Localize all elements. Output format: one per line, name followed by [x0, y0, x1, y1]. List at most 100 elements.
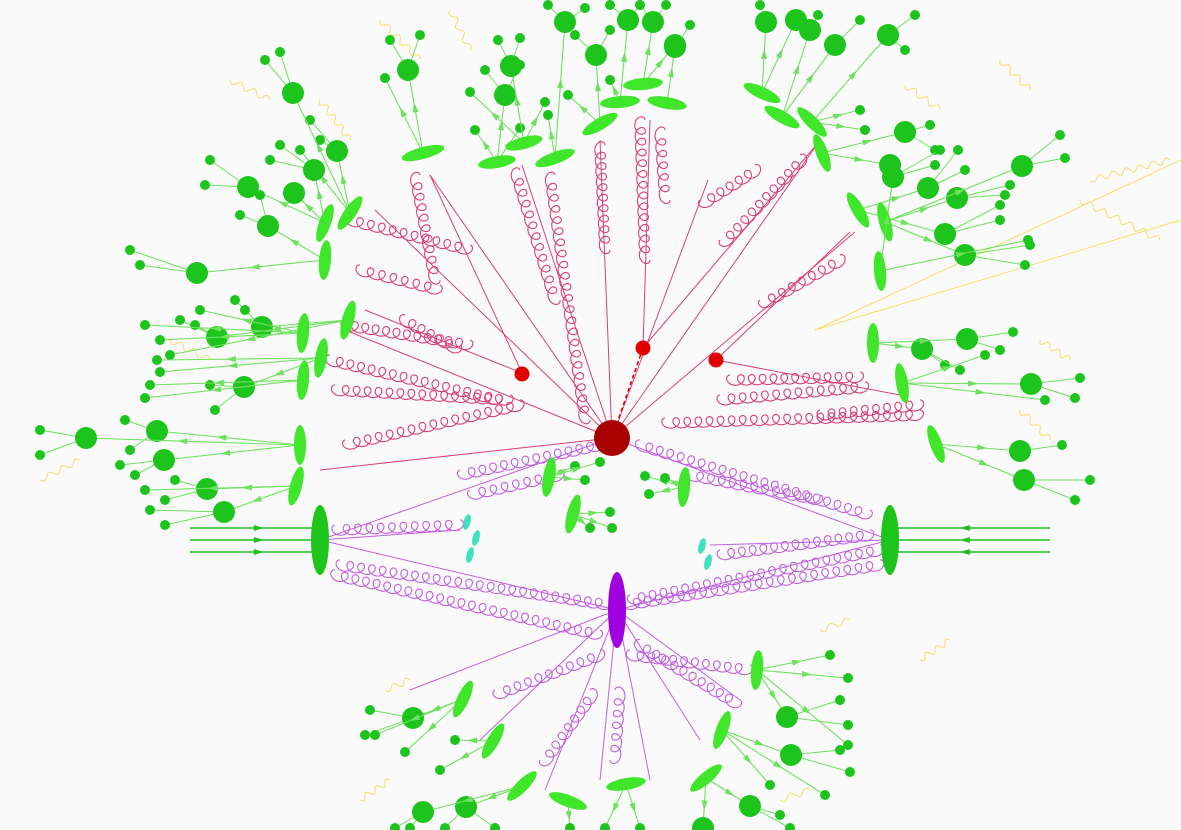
hard-process-layer [514, 340, 724, 648]
parton-line [429, 174, 613, 439]
arrow-head [563, 475, 574, 482]
hadron-product-dot [405, 823, 415, 830]
parton-line [611, 179, 709, 439]
mpi-parton-line [479, 609, 618, 741]
mpi-parton-line [616, 609, 741, 701]
arrow-head [249, 263, 260, 270]
photon-line [448, 9, 472, 51]
gluon-line [621, 559, 885, 611]
hadron-dot [397, 59, 419, 81]
hadronization-cluster [481, 723, 505, 759]
hadron-dot [600, 823, 610, 830]
arrow-head [588, 510, 599, 517]
hadron-dot [780, 744, 802, 766]
arrow-head [253, 549, 264, 555]
gluon-line [609, 686, 626, 765]
hadron-line [159, 357, 322, 373]
hadron-product-dot [125, 245, 135, 255]
arrow-head [805, 73, 815, 84]
photon-line [1079, 199, 1161, 241]
gluon-line [816, 399, 925, 421]
hadron-line [156, 430, 301, 446]
photon-line [359, 778, 391, 802]
arrow-head [467, 737, 478, 744]
arrow-head [177, 438, 188, 445]
hadron-product-dot [1085, 475, 1095, 485]
hadronization-cluster [690, 764, 722, 792]
hadron-product-dot [145, 505, 155, 515]
hadron-product-dot [360, 730, 370, 740]
hadron-product-dot [210, 405, 220, 415]
arrow-head [304, 203, 314, 213]
gluon-line [456, 439, 605, 480]
hadron-product-dot [230, 295, 240, 305]
hadron-product-dot [255, 190, 265, 200]
hadron-product-dot [415, 30, 425, 40]
hadron-product-dot [160, 520, 170, 530]
hadron-dot [165, 350, 175, 360]
hadron-dot [153, 449, 175, 471]
hadronization-cluster [565, 494, 581, 534]
hadron-product-dot [1070, 393, 1080, 403]
hadron-product-dot [1005, 180, 1015, 190]
hadron-line [85, 437, 301, 446]
arrow-head [890, 196, 902, 203]
hadron-product-dot [275, 47, 285, 57]
beam-layer [190, 505, 1050, 575]
decay-product-line [149, 509, 225, 513]
hadron-dot [237, 176, 259, 198]
hadron-product-dot [785, 823, 795, 830]
mpi-parton-line [544, 609, 618, 791]
arrow-head [213, 379, 224, 386]
arrow-head [667, 67, 674, 78]
arrow-head [317, 189, 323, 200]
hadronization-cluster [314, 338, 328, 378]
hadronization-cluster [623, 77, 663, 91]
hadron-dot [692, 817, 714, 830]
arrow-head [742, 754, 752, 764]
hadron-dot [140, 320, 150, 330]
hadron-line [422, 785, 523, 813]
hadron-dot [450, 735, 460, 745]
arrow-head [427, 722, 437, 732]
hadron-product-dot [175, 315, 185, 325]
arrow-head [253, 525, 264, 531]
beam-remnant [463, 514, 471, 530]
decaying-particle [635, 340, 651, 356]
hadron-line [811, 34, 889, 123]
hadron-line [144, 324, 304, 334]
photon-line [919, 638, 951, 662]
mpi-parton-line [616, 609, 701, 741]
hadron-dot [605, 75, 615, 85]
hadron-dot [755, 11, 777, 33]
arrow-head [629, 802, 636, 813]
arrow-head [578, 104, 589, 114]
beam-remnant [466, 547, 474, 563]
arrow-head [211, 325, 222, 332]
gluon-line [716, 529, 875, 561]
hadron-product-dot [160, 495, 170, 505]
arrow-head [967, 380, 978, 387]
arrow-head [701, 800, 708, 811]
hadron-product-dot [845, 767, 855, 777]
hadron-dot [585, 523, 595, 533]
gluon-line [341, 399, 525, 450]
photon-line [1089, 157, 1171, 183]
hadron-dot [799, 19, 821, 41]
arrow-head [549, 129, 555, 140]
hadronization-cluster [337, 196, 363, 230]
hadron-line [163, 444, 301, 461]
hadron-dot [400, 747, 410, 757]
parton-line [715, 359, 901, 396]
arrow-head [775, 48, 783, 59]
arrow-head [883, 214, 890, 225]
hard-radiation-layer [319, 116, 925, 471]
arrow-head [595, 81, 602, 92]
hadron-dot [213, 501, 235, 523]
parton-line [429, 174, 523, 374]
hadron-dot [917, 177, 939, 199]
hadron-dot [580, 475, 590, 485]
arrow-head [644, 45, 651, 56]
arrow-head [557, 78, 564, 89]
photon-line [229, 79, 271, 101]
